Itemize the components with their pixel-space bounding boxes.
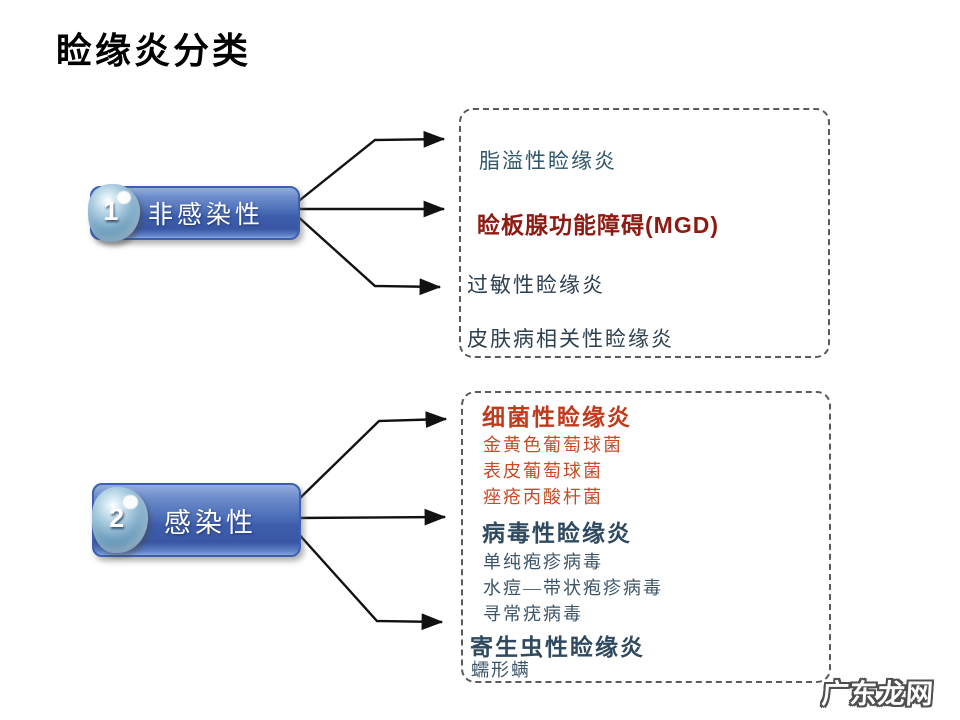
category-label-noninfectious: 非感染性 (148, 202, 265, 229)
section-heading-bacterial: 细菌性睑缘炎 (482, 405, 632, 430)
number-badge-2: 2 (92, 487, 148, 553)
list-item-allergic: 过敏性睑缘炎 (467, 273, 605, 297)
badge-number: 2 (109, 502, 125, 533)
arrow-infectious-2 (291, 508, 447, 526)
subitem-hsv: 单纯疱疹病毒 (483, 552, 603, 572)
arrow-infectious-1 (295, 411, 448, 503)
subitem-vzv: 水痘—带状疱疹病毒 (483, 578, 663, 598)
page-title: 睑缘炎分类 (56, 30, 252, 71)
infectious-list-box (461, 391, 831, 683)
subitem-staph-aureus: 金黄色葡萄球菌 (483, 435, 623, 455)
number-badge-1: 1 (88, 184, 140, 242)
badge-number: 1 (103, 195, 119, 226)
category-label-infectious: 感染性 (164, 507, 257, 538)
subitem-verruca: 寻常疣病毒 (483, 604, 583, 624)
arrow-noninfectious-1 (294, 130, 446, 205)
list-item-mgd: 睑板腺功能障碍(MGD) (477, 212, 719, 238)
subitem-staph-epidermidis: 表皮葡萄球菌 (483, 461, 603, 481)
category-box-noninfectious: 1 非感染性 (88, 184, 300, 242)
subitem-p-acnes: 痤疮丙酸杆菌 (483, 487, 603, 507)
arrow-infectious-3 (295, 530, 444, 631)
list-item-seborrheic: 脂溢性睑缘炎 (479, 149, 617, 173)
arrow-noninfectious-3 (294, 213, 442, 296)
category-box-infectious: 2 感染性 (92, 483, 301, 557)
section-heading-viral: 病毒性睑缘炎 (482, 521, 632, 546)
noninfectious-list-box (459, 108, 830, 358)
subitem-demodex: 蠕形螨 (471, 660, 531, 680)
watermark-logo: 广东龙网 (820, 679, 935, 709)
list-item-dermatologic: 皮肤病相关性睑缘炎 (467, 327, 674, 351)
section-heading-parasitic: 寄生虫性睑缘炎 (470, 635, 645, 660)
